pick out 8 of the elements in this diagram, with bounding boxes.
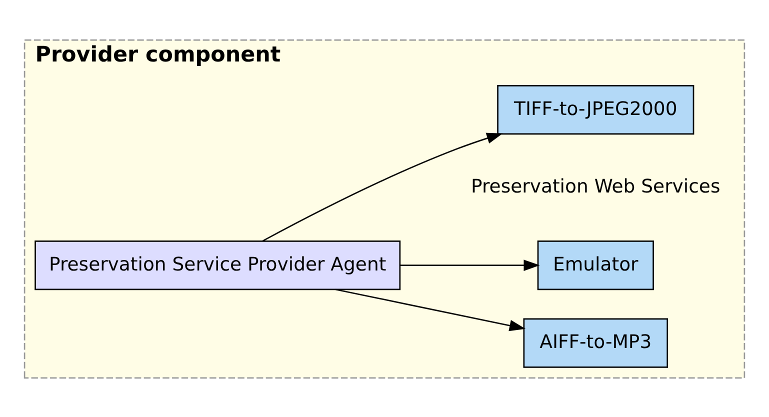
node-box: AIFF-to-MP3 (523, 318, 668, 368)
arrow (262, 132, 503, 242)
node-box: Preservation Service Provider Agent (34, 240, 401, 290)
node-box: Emulator (537, 240, 654, 290)
arrow (336, 288, 526, 331)
label: Preservation Web Services (471, 176, 720, 198)
arrow (400, 259, 540, 270)
node-box: TIFF-to-JPEG2000 (497, 84, 694, 134)
